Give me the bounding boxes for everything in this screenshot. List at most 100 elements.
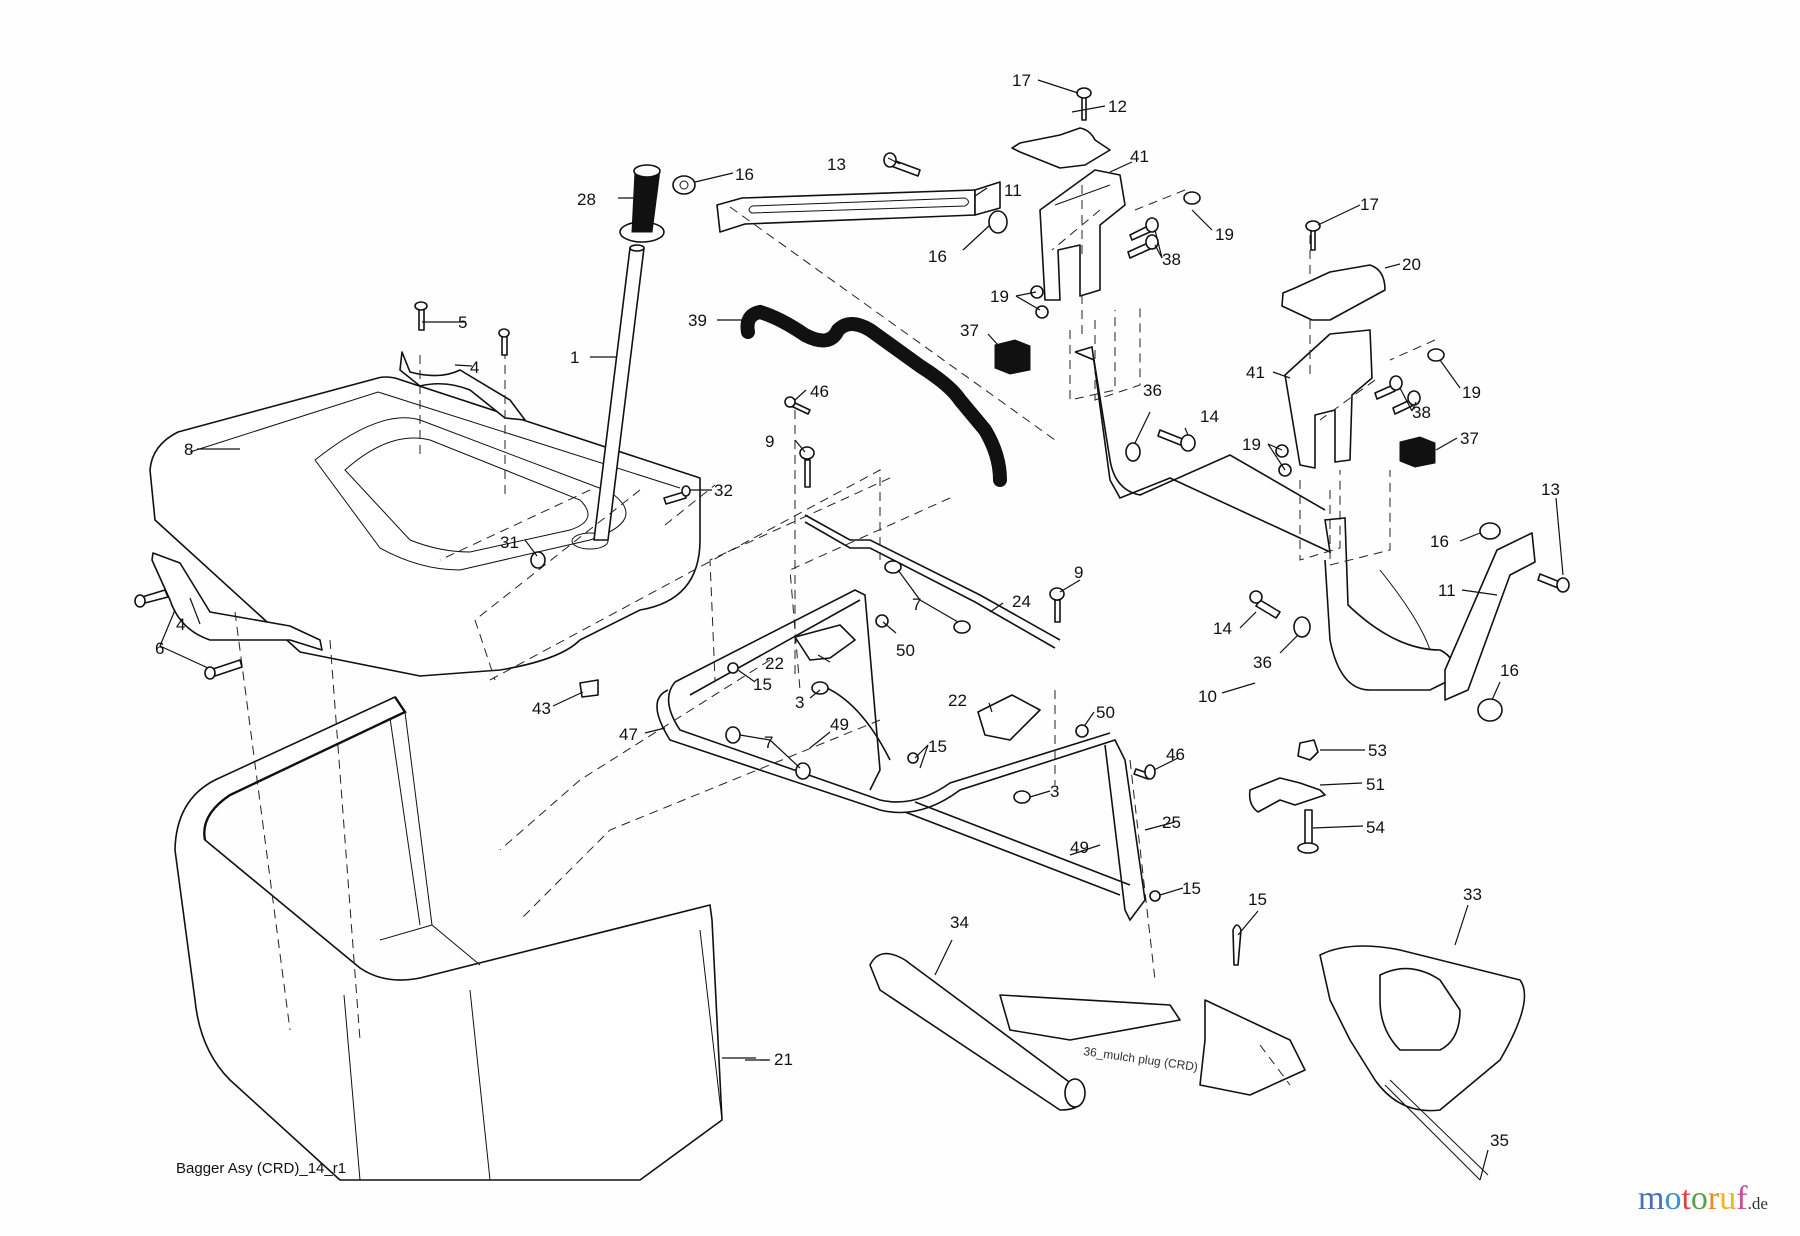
callout-16: 16 (1500, 661, 1519, 680)
diagram-title: Bagger Asy (CRD)_14_r1 (176, 1160, 347, 1177)
callout-20: 20 (1402, 255, 1421, 274)
callout-9: 9 (765, 432, 774, 451)
callout-15: 15 (753, 675, 772, 694)
callout-6: 6 (155, 639, 164, 658)
callout-46: 46 (1166, 745, 1185, 764)
callout-15: 15 (1248, 890, 1267, 909)
logo-letter: m (1638, 1180, 1665, 1217)
bag-bucket-part (174, 696, 723, 1181)
callout-39: 39 (688, 311, 707, 330)
callout-49: 49 (1070, 838, 1089, 857)
latch-part (1248, 739, 1326, 854)
callout-15: 15 (1182, 879, 1201, 898)
callout-50: 50 (1096, 703, 1115, 722)
mulch-plug-assembly-part (869, 945, 1526, 1181)
callout-43: 43 (532, 699, 551, 718)
callout-16: 16 (1430, 532, 1449, 551)
main-frame-tube-part (1074, 345, 1455, 691)
hose-part (740, 304, 1007, 487)
cap-37-right (1399, 436, 1436, 468)
callout-24: 24 (1012, 592, 1031, 611)
alignment-lines (234, 185, 1436, 1086)
bag-frame-part (656, 589, 1146, 922)
callout-3: 3 (795, 693, 804, 712)
callout-36: 36 (1143, 381, 1162, 400)
logo-letter: u (1719, 1180, 1737, 1217)
callout-33: 33 (1463, 885, 1482, 904)
callout-17: 17 (1012, 71, 1031, 90)
callout-1: 1 (570, 348, 579, 367)
callout-11: 11 (1438, 581, 1456, 600)
callout-4: 4 (470, 358, 479, 377)
callout-37: 37 (1460, 429, 1479, 448)
callout-38: 38 (1412, 403, 1431, 422)
top-handle-part (399, 351, 526, 421)
callout-7: 7 (764, 733, 773, 752)
logo-letter: o (1690, 1180, 1708, 1217)
callout-labels: 17 12 41 19 38 19 37 17 20 41 19 38 19 3… (155, 71, 1560, 1150)
callout-22: 22 (765, 654, 784, 673)
upper-bracket-part (716, 181, 1001, 233)
handle-rod-part (593, 244, 645, 541)
callout-46: 46 (810, 382, 829, 401)
leader-lines (159, 79, 1564, 1181)
callout-38: 38 (1162, 250, 1181, 269)
callout-13: 13 (827, 155, 846, 174)
hopper-cover-part (149, 376, 701, 677)
cross-rod-edge (804, 521, 1056, 649)
callout-22: 22 (948, 691, 967, 710)
callout-12: 12 (1108, 97, 1127, 116)
mulch-plug-label: 36_mulch plug (CRD) (1083, 1044, 1199, 1074)
callout-19: 19 (1215, 225, 1234, 244)
callout-35: 35 (1490, 1131, 1509, 1150)
side-handle-part (151, 552, 323, 651)
fasteners (134, 87, 1570, 966)
callout-7: 7 (912, 595, 921, 614)
callout-3: 3 (1050, 782, 1059, 801)
grip-part (619, 164, 665, 243)
callout-37: 37 (960, 321, 979, 340)
callout-53: 53 (1368, 741, 1387, 760)
bracket-41-right-part (1284, 329, 1373, 469)
callout-49: 49 (830, 715, 849, 734)
callout-19: 19 (990, 287, 1009, 306)
bracket-20-part (1281, 264, 1386, 321)
callout-17: 17 (1360, 195, 1379, 214)
callout-16: 16 (928, 247, 947, 266)
callout-4: 4 (176, 615, 185, 634)
callout-28: 28 (577, 190, 596, 209)
logo-letter: r (1707, 1180, 1720, 1217)
callout-41: 41 (1246, 363, 1265, 382)
callout-50: 50 (896, 641, 915, 660)
callout-13: 13 (1541, 480, 1560, 499)
cap-37-left (994, 339, 1031, 375)
callout-19: 19 (1242, 435, 1261, 454)
logo-letter: o (1664, 1180, 1682, 1217)
callout-25: 25 (1162, 813, 1181, 832)
side-bracket-part (1444, 532, 1536, 701)
logo-letter: t (1681, 1180, 1691, 1217)
watermark-logo: motoruf.de (1638, 1180, 1768, 1218)
callout-41: 41 (1130, 147, 1149, 166)
bracket-12-part (1011, 127, 1111, 169)
callout-14: 14 (1200, 407, 1219, 426)
callout-5: 5 (458, 313, 467, 332)
callout-9: 9 (1074, 563, 1083, 582)
callout-15: 15 (928, 737, 947, 756)
callout-11: 11 (1004, 181, 1022, 200)
callout-19: 19 (1462, 383, 1481, 402)
callout-16: 16 (735, 165, 754, 184)
callout-8: 8 (184, 440, 193, 459)
logo-tld: .de (1747, 1194, 1768, 1213)
callout-47: 47 (619, 725, 638, 744)
callout-14: 14 (1213, 619, 1232, 638)
callout-51: 51 (1366, 775, 1385, 794)
callout-54: 54 (1366, 818, 1385, 837)
callout-36: 36 (1253, 653, 1272, 672)
callout-32: 32 (714, 481, 733, 500)
callout-10: 10 (1198, 687, 1217, 706)
callout-31: 31 (500, 533, 519, 552)
logo-letter: f (1736, 1180, 1748, 1217)
callout-21: 21 (774, 1050, 793, 1069)
